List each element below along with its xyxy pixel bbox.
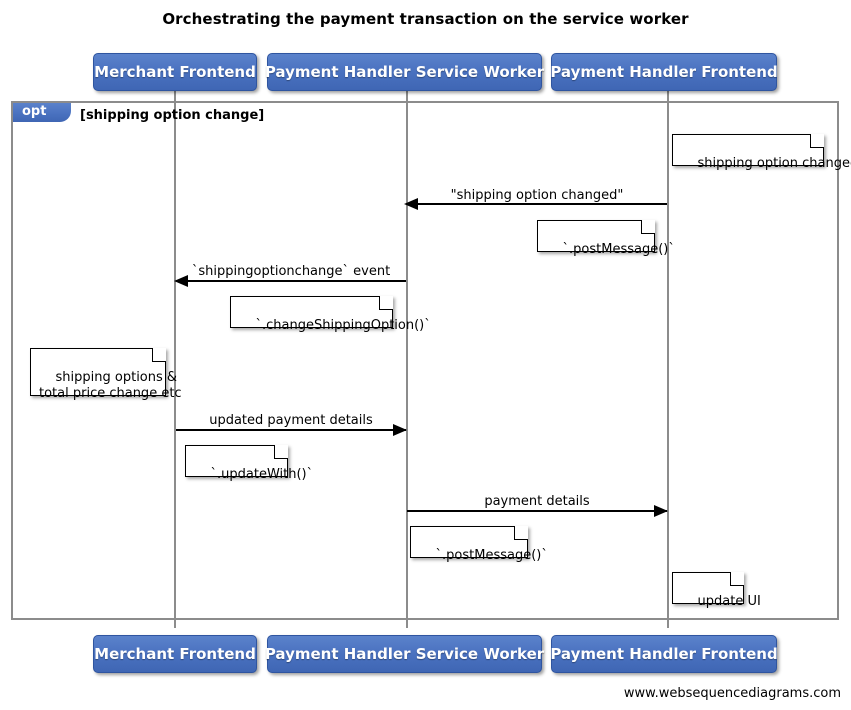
note-fold-icon bbox=[641, 220, 655, 234]
participant-top-payment-handler-service-worker[interactable]: Payment Handler Service Worker bbox=[264, 53, 545, 91]
message-label-shippingoptionchange-event: `shippingoptionchange` event bbox=[191, 264, 391, 279]
note-fold-icon bbox=[514, 526, 528, 540]
participant-bottom-merchant-frontend[interactable]: Merchant Frontend bbox=[93, 635, 257, 673]
note-post-message-1: `.postMessage()` bbox=[537, 220, 675, 257]
arrowhead-left-shipping-option-changed bbox=[404, 198, 418, 210]
note-text: `.updateWith()` bbox=[210, 467, 314, 482]
note-text: `.postMessage()` bbox=[435, 548, 548, 563]
note-text: shipping option changed bbox=[697, 156, 851, 171]
message-line-updated-payment-details bbox=[176, 429, 406, 431]
message-label-updated-payment-details: updated payment details bbox=[209, 413, 373, 428]
note-fold-icon bbox=[730, 572, 744, 586]
message-label-shipping-option-changed: "shipping option changed" bbox=[450, 188, 624, 203]
participant-top-payment-handler-frontend[interactable]: Payment Handler Frontend bbox=[550, 53, 778, 91]
participant-bottom-payment-handler-service-worker[interactable]: Payment Handler Service Worker bbox=[264, 635, 545, 673]
lifeline-payment-handler-service-worker bbox=[406, 88, 408, 628]
note-text: `.postMessage()` bbox=[562, 242, 675, 257]
participant-label: Payment Handler Service Worker bbox=[264, 63, 545, 81]
note-post-message-2: `.postMessage()` bbox=[410, 526, 548, 563]
participant-label: Payment Handler Frontend bbox=[550, 645, 778, 663]
note-text: shipping options & total price change et… bbox=[39, 370, 182, 401]
message-line-shippingoptionchange-event bbox=[176, 280, 406, 282]
participant-label: Payment Handler Service Worker bbox=[264, 645, 545, 663]
note-shipping-options-total-price: shipping options & total price change et… bbox=[30, 348, 182, 401]
message-line-shipping-option-changed bbox=[407, 203, 667, 205]
note-update-with: `.updateWith()` bbox=[185, 445, 313, 482]
note-text: `.changeShippingOption()` bbox=[255, 318, 431, 333]
fragment-opt bbox=[11, 101, 839, 620]
note-fold-icon bbox=[274, 445, 288, 459]
fragment-operator-tag: opt bbox=[13, 103, 71, 122]
arrowhead-right-payment-details bbox=[654, 505, 668, 517]
message-label-payment-details: payment details bbox=[484, 494, 590, 509]
participant-label: Merchant Frontend bbox=[94, 645, 256, 663]
note-update-ui: update UI bbox=[672, 572, 761, 609]
fragment-guard-label: [shipping option change] bbox=[80, 108, 265, 123]
note-fold-icon bbox=[379, 296, 393, 310]
diagram-title: Orchestrating the payment transaction on… bbox=[162, 10, 689, 28]
lifeline-merchant-frontend bbox=[174, 88, 176, 628]
watermark-footer: www.websequencediagrams.com bbox=[623, 686, 841, 701]
note-fold-icon bbox=[152, 348, 166, 362]
participant-top-merchant-frontend[interactable]: Merchant Frontend bbox=[93, 53, 257, 91]
participant-label: Merchant Frontend bbox=[94, 63, 256, 81]
lifeline-payment-handler-frontend bbox=[667, 88, 669, 628]
note-change-shipping-option: `.changeShippingOption()` bbox=[230, 296, 431, 333]
note-text: update UI bbox=[697, 594, 761, 609]
message-line-payment-details bbox=[407, 510, 667, 512]
participant-bottom-payment-handler-frontend[interactable]: Payment Handler Frontend bbox=[550, 635, 778, 673]
note-fold-icon bbox=[810, 134, 824, 148]
arrowhead-right-updated-payment-details bbox=[393, 424, 407, 436]
note-shipping-option-changed: shipping option changed bbox=[672, 134, 851, 171]
arrowhead-left-shippingoptionchange-event bbox=[174, 275, 188, 287]
participant-label: Payment Handler Frontend bbox=[550, 63, 778, 81]
